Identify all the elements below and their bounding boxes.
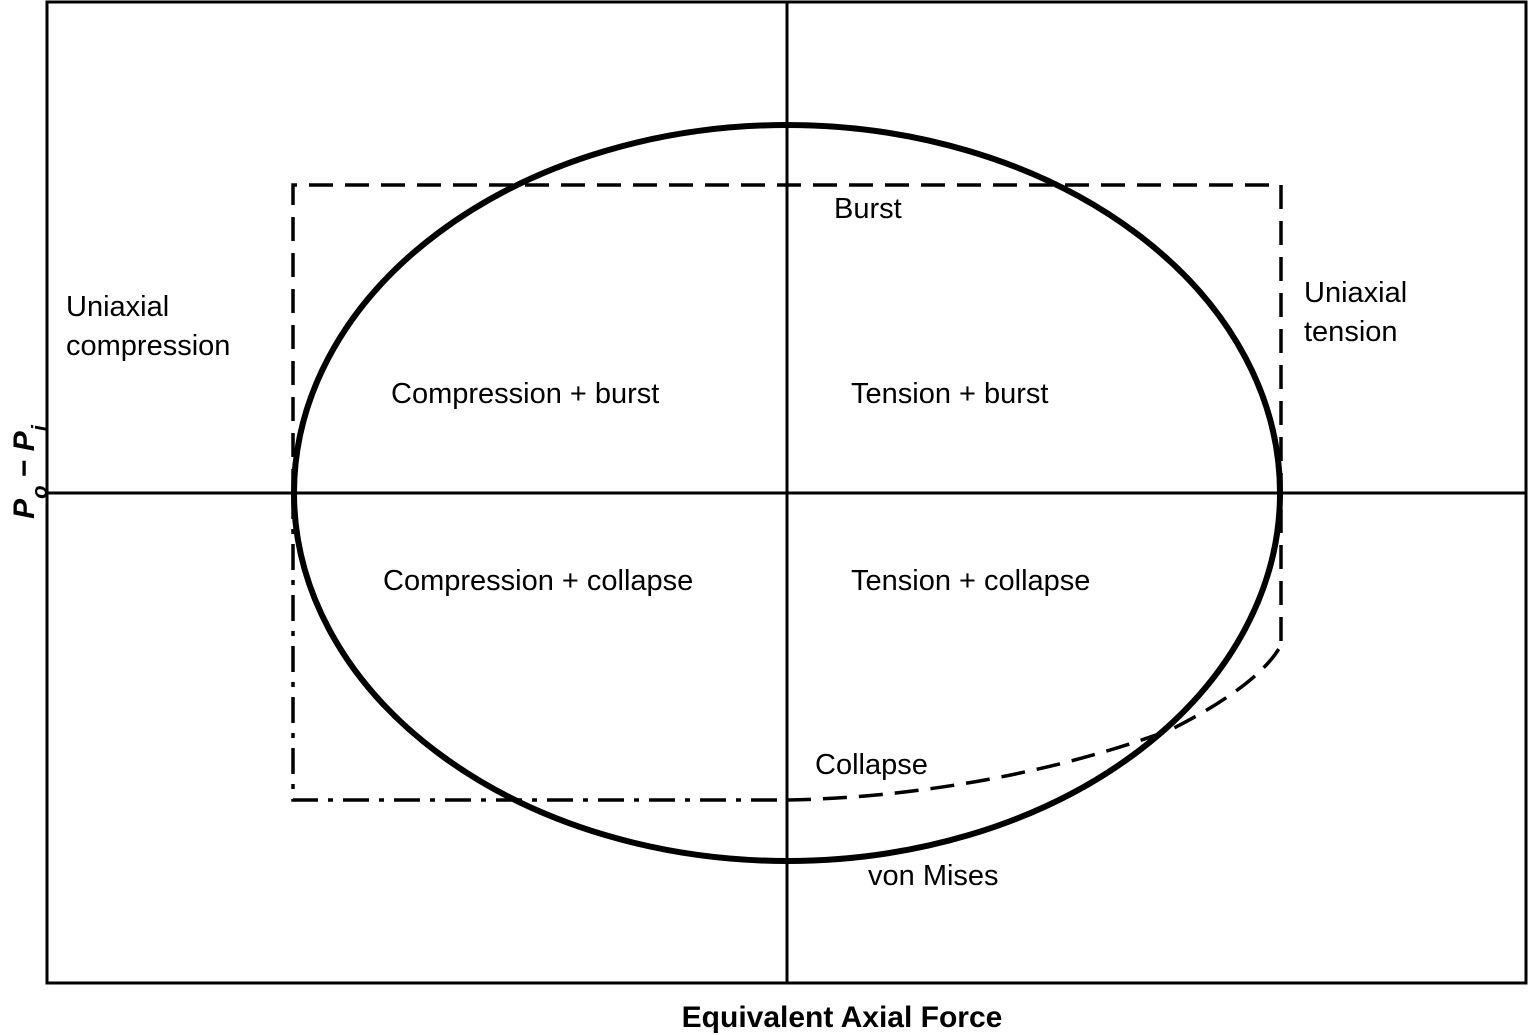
y-axis-title-sub2: i xyxy=(27,424,52,431)
x-axis-title: Equivalent Axial Force xyxy=(682,1001,1003,1034)
compression-collapse-label: Compression + collapse xyxy=(383,565,693,597)
tension-burst-label: Tension + burst xyxy=(851,378,1048,410)
api-envelope-dash-dot xyxy=(291,493,787,802)
tension-collapse-label: Tension + collapse xyxy=(851,565,1090,597)
uniaxial-tension-label-line2: tension xyxy=(1304,316,1398,348)
collapse-curve xyxy=(786,644,1283,802)
uniaxial-compression-label-line2: compression xyxy=(66,330,230,362)
von-mises-ellipse xyxy=(291,122,1283,864)
y-axis-title: Po − Pi xyxy=(8,424,52,519)
collapse-label: Collapse xyxy=(815,749,928,781)
uniaxial-compression-label-line1: Uniaxial xyxy=(66,291,169,323)
y-axis-title-minus: − xyxy=(8,451,41,485)
uniaxial-tension-label-line1: Uniaxial xyxy=(1304,277,1407,309)
y-axis-title-sub1: o xyxy=(27,485,52,498)
von-mises-label: von Mises xyxy=(868,860,999,892)
burst-label: Burst xyxy=(834,193,902,225)
y-axis-title-p2: P xyxy=(8,430,41,451)
y-axis-title-p1: P xyxy=(8,498,41,519)
api-envelope-dashed xyxy=(291,183,1283,645)
compression-burst-label: Compression + burst xyxy=(391,378,659,410)
